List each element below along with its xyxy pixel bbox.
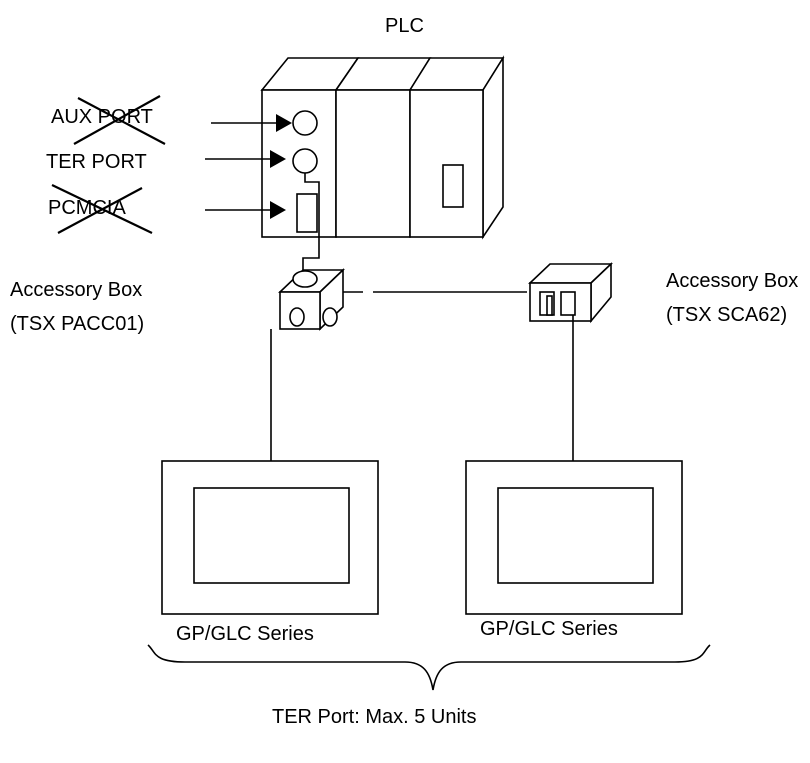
accessory-box-right-port-2	[560, 291, 576, 316]
accessory-left-line1: Accessory Box	[10, 279, 142, 301]
display-left-label: GP/GLC Series	[176, 623, 314, 645]
pcmcia-label: PCMCIA	[48, 197, 126, 219]
accessory-box-left	[278, 268, 345, 331]
plc-title: PLC	[385, 15, 424, 37]
ter-port-label: TER PORT	[46, 151, 147, 173]
aux-port-connector	[292, 110, 318, 136]
ter-port-arrow	[205, 150, 286, 168]
ter-port-connector	[292, 148, 318, 174]
footer-note: TER Port: Max. 5 Units	[272, 706, 477, 728]
aux-port-label: AUX PORT	[51, 106, 153, 128]
pcmcia-slot	[296, 193, 318, 233]
display-left-screen	[193, 487, 350, 584]
accessory-box-left-port-2	[322, 307, 338, 327]
ter-cable	[302, 173, 320, 270]
accessory-box-right-port-1-inner	[546, 295, 553, 316]
pcmcia-arrow	[205, 201, 286, 219]
accessory-right-line2: (TSX SCA62)	[666, 304, 787, 326]
display-right-label: GP/GLC Series	[480, 618, 618, 640]
plc-module-3	[409, 89, 484, 238]
plc-rack-side	[482, 55, 504, 240]
accessory-right-line1: Accessory Box	[666, 270, 798, 292]
plc-rack	[260, 55, 505, 240]
display-right	[465, 460, 683, 615]
accessory-box-left-port-1	[289, 307, 305, 327]
accessory-box-left-input-connector	[292, 270, 318, 288]
plc-module-2	[335, 89, 411, 238]
aux-port-arrow	[211, 114, 292, 132]
display-right-screen	[497, 487, 654, 584]
pcmcia-cross-mark	[51, 184, 153, 234]
module-3-slot	[442, 164, 464, 208]
display-left	[161, 460, 379, 615]
aux-port-cross-mark	[73, 95, 166, 145]
accessory-left-line2: (TSX PACC01)	[10, 313, 144, 335]
accessory-box-right	[527, 262, 614, 324]
grouping-brace	[147, 644, 711, 691]
